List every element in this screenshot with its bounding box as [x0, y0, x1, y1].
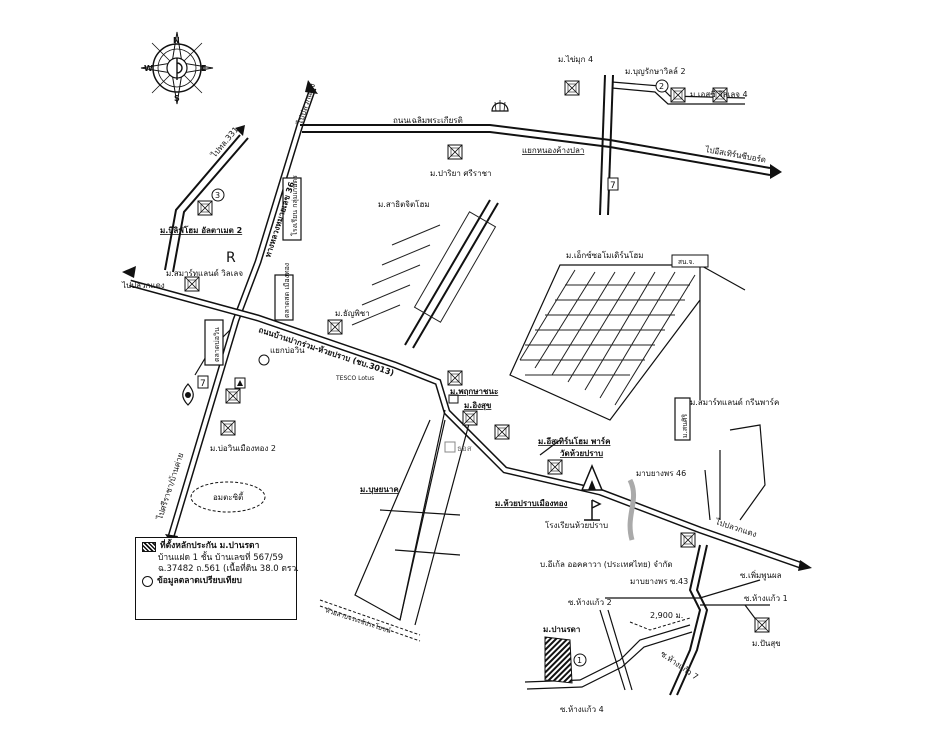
legend-line4: ข้อมูลตลาดเปรียบเทียบ	[157, 575, 242, 586]
label-pan-suk: ม.ปันสุข	[752, 639, 781, 648]
svg-text:ธอส: ธอส	[457, 444, 472, 453]
label-to-pluak-daeng-top: ไปปลวกแดง	[295, 82, 317, 126]
label-huai-prab-mueang-thong: ม.ห้วยปราบเมืองทอง	[495, 498, 568, 508]
compass-n: N	[173, 36, 180, 45]
svg-text:1: 1	[577, 656, 582, 665]
ekachai-home-block	[509, 264, 746, 421]
svg-text:ตลาดบ่อวิน: ตลาดบ่อวิน	[213, 327, 221, 362]
label-distance: 2,900 ม.	[650, 611, 683, 620]
label-nong-kang-pla: แยกหนองค้างปลา	[522, 146, 584, 155]
label-hang-kaeo-4: ซ.ห้างแก้ว 4	[560, 705, 604, 714]
label-hang-kaeo-1: ซ.ห้างแก้ว 1	[744, 594, 788, 603]
tesco-icon	[258, 354, 270, 366]
svg-text:ม.สนศิริ: ม.สนศิริ	[681, 414, 689, 438]
label-thanya: ม.ธัญพิชา	[335, 309, 370, 318]
label-marubeni-43: มาบยางพร ซ.43	[630, 577, 688, 586]
legend: ที่ตั้งหลักประกัน ม.ปานรดา บ้านแฝด 1 ชั้…	[135, 537, 299, 620]
label-pariya-siracha: ม.ปาริยา ศรีราชา	[430, 169, 492, 178]
legend-row-comparable: ข้อมูลตลาดเปรียบเทียบ	[142, 576, 290, 588]
road-north-kaimuk	[599, 74, 606, 216]
svg-text:3: 3	[215, 191, 220, 200]
bu-sarakham-block	[354, 409, 471, 626]
label-to-331: ไปทล.331	[209, 125, 240, 160]
market-left-box: ตลาดบ่อวิน	[204, 319, 224, 366]
temple-icon	[580, 464, 604, 491]
school-kasem-box: โรงเรียน กลุ่มเกษตร	[282, 175, 302, 241]
comparable-markers: 3 2 1	[211, 79, 669, 667]
compass-s: S	[174, 94, 180, 103]
legend-row-subject: ที่ตั้งหลักประกัน ม.ปานรดา	[142, 541, 290, 553]
label-sathit-jit-home: ม.สาธิตจิตโฮม	[378, 199, 430, 209]
saen-suk-box: ม.สนศิริ	[674, 397, 691, 441]
label-chaloem-phrakiat: ถนนเฉลิมพระเกียรติ	[393, 116, 463, 125]
svg-text:โรงเรียน กลุ่มเกษตร: โรงเรียน กลุ่มเกษตร	[290, 175, 299, 236]
label-smart-land-village: ม.สมาร์ทแลนด์ วิลเลจ	[166, 268, 243, 278]
circle-swatch-icon	[142, 575, 153, 587]
svg-text:ตลาดสด เมืองทอง: ตลาดสด เมืองทอง	[283, 263, 291, 318]
road-3013	[122, 266, 812, 571]
shell-station-icon	[491, 100, 509, 112]
label-bu-sarakham: ม.บุษยนาค	[360, 485, 399, 495]
label-wat-huai-prab: วัดห้วยปราบ	[560, 448, 603, 458]
label-ekachai-home: ม.เอ็กซ์ซอโมเดิร์นโฮม	[566, 250, 644, 260]
label-ing-suk: ม.อิงสุข	[464, 401, 491, 411]
svg-text:7: 7	[610, 181, 616, 191]
compass-w: W	[144, 64, 153, 73]
ptt-icon	[182, 383, 194, 406]
svg-text:7: 7	[200, 379, 206, 389]
legend-line1: ที่ตั้งหลักประกัน ม.ปานรดา	[160, 541, 260, 551]
label-eastern-home-park: ม.อีสเทิร์นโฮม พาร์ค	[538, 436, 610, 446]
compass-rose-icon: N S E W	[140, 31, 214, 105]
huai-sai-road	[319, 599, 421, 636]
compass-e: E	[201, 64, 206, 73]
market-bo-win-box: ตลาดสด เมืองทอง	[274, 263, 294, 321]
svg-text:สน.จ.: สน.จ.	[678, 258, 694, 266]
label-to-pluak-daeng-left: ไปปลวกแดง	[121, 281, 165, 290]
label-phruksa-chana: ม.พฤกษาชนะ	[450, 387, 498, 396]
label-hang-kaeo-2: ซ.ห้างแก้ว 2	[568, 598, 612, 607]
label-pan-rada: ม.ปานรดา	[543, 625, 580, 634]
label-marubeni-46: มาบยางพร 46	[636, 469, 686, 478]
r-logo-icon: R	[226, 250, 236, 266]
seven-eleven-icon: 7 7	[197, 177, 619, 389]
amata-city-ellipse	[190, 481, 266, 513]
svg-text:2: 2	[659, 82, 664, 91]
road-to-331	[164, 134, 241, 271]
sathit-jit-grid	[351, 211, 497, 326]
subject-property-marker	[544, 636, 573, 684]
label-es-see-village-4: ม.เอสซี วิลเลจ 4	[690, 90, 748, 99]
bangchak-icon	[234, 377, 246, 389]
temple-mini-box: สน.จ.	[671, 254, 709, 268]
label-bunyarak-villa-2: ม.บุญรักษาวิลล์ 2	[625, 66, 686, 76]
fuel-icon	[448, 394, 459, 404]
label-phoem-phun-phon: ซ.เพิ่มพูนผล	[740, 569, 782, 581]
legend-line3: ฉ.37482 ถ.561 (เนื้อที่ดิน 38.0 ตรว.	[158, 564, 299, 574]
label-tesco-lotus: TESCO Lotus	[335, 375, 374, 382]
label-bliss-home-2: ม.บีลิฟโฮม อัลตาเมต 2	[160, 225, 242, 235]
label-amata-city: อมตะซิตี้	[213, 491, 244, 502]
label-smart-land-green-park: ม.สมาร์ทแลนด์ กรีนพาร์ค	[690, 397, 779, 407]
label-bo-win-mueang-thong-2: ม.บ่อวินเมืองทอง 2	[210, 444, 276, 453]
school-icon	[584, 499, 602, 521]
label-bo-win-junction: แยกบ่อวิน	[270, 346, 305, 355]
chaloem-phrakiat-road	[300, 124, 782, 179]
legend-line2: บ้านแฝด 1 ชั้น บ้านเลขที่ 567/59	[158, 552, 284, 563]
label-khai-muk-4: ม.ไข่มุก 4	[558, 55, 593, 64]
hatch-swatch-icon	[142, 541, 156, 552]
label-school-huai-prab: โรงเรียนห้วยปราบ	[545, 520, 608, 530]
label-company: บ.อีเก้ล ออคคาวา (ประเทศไทย) จำกัด	[540, 560, 673, 569]
label-hang-kaeo-7: ซ.ห้างแก้ว 7	[659, 649, 700, 681]
creek	[627, 478, 636, 541]
ghb-logo-icon: ธอส	[444, 441, 472, 453]
